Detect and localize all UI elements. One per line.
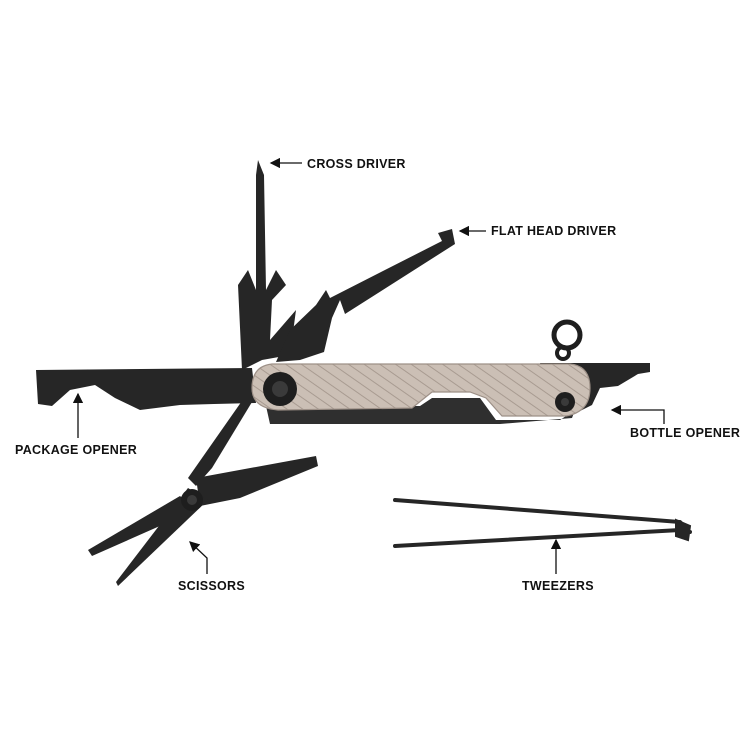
package-opener-blade	[36, 368, 256, 410]
label-bottle-opener: BOTTLE OPENER	[630, 426, 741, 440]
tweezers-tool	[393, 498, 692, 548]
label-package-opener: PACKAGE OPENER	[15, 443, 138, 457]
scissors-tool	[88, 398, 318, 586]
arrow-icon	[189, 541, 208, 574]
callout-arrows	[72, 157, 665, 574]
cross-driver-tool	[238, 160, 296, 370]
key-ring	[551, 319, 583, 361]
label-cross-driver: CROSS DRIVER	[307, 157, 406, 171]
label-flat-head-driver: FLAT HEAD DRIVER	[491, 224, 617, 238]
handle-body	[251, 363, 591, 417]
label-tweezers: TWEEZERS	[522, 579, 594, 593]
label-scissors: SCISSORS	[178, 579, 245, 593]
arrow-icon	[610, 404, 665, 424]
pivot-screw-right	[555, 392, 575, 412]
flat-head-driver-tool	[276, 229, 455, 362]
pivot-screw-left	[263, 372, 297, 406]
frame-underside	[266, 398, 575, 424]
